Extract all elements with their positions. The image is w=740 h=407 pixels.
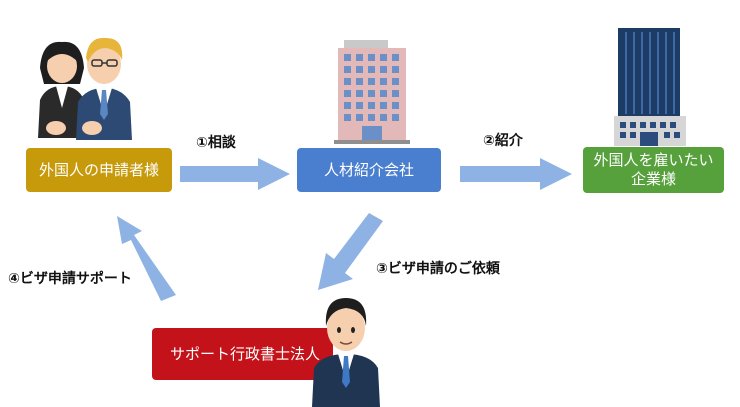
edge-visa-support-label: ④ビザ申請サポート <box>8 271 132 287</box>
node-scrivener-label: サポート行政書士法人 <box>170 344 321 363</box>
businessman-icon <box>312 298 380 407</box>
arrow-introduce <box>460 158 572 190</box>
edge-consult-label: ①相談 <box>196 135 236 151</box>
edge-visa-request-label: ③ビザ申請のご依頼 <box>376 261 500 277</box>
arrow-visa-support <box>117 216 176 301</box>
node-agency-label: 人材紹介会社 <box>323 160 414 179</box>
office-building-icon <box>334 40 410 144</box>
node-scrivener: サポート行政書士法人 <box>152 328 333 380</box>
arrow-visa-request <box>318 213 383 290</box>
skyscraper-icon <box>614 28 686 146</box>
node-applicant-label: 外国人の申請者様 <box>38 160 159 179</box>
edge-introduce-label: ②紹介 <box>483 133 523 149</box>
node-agency: 人材紹介会社 <box>297 148 441 192</box>
business-people-icon <box>38 37 132 140</box>
arrow-consult <box>180 158 290 190</box>
node-employer: 外国人を雇いたい 企業様 <box>583 147 724 193</box>
node-employer-label: 外国人を雇いたい 企業様 <box>593 151 714 188</box>
node-applicant: 外国人の申請者様 <box>26 148 172 192</box>
